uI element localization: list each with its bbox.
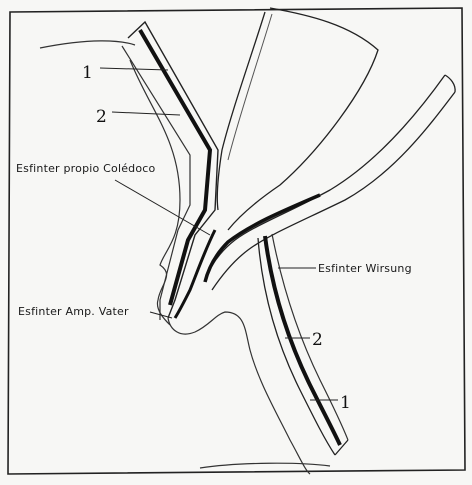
- outer-wall-curve: [40, 41, 135, 48]
- leader-choledochus: [115, 180, 210, 235]
- upper-sac: [217, 8, 378, 230]
- label-sphincter-choledochus: Esfinter propio Colédoco: [16, 162, 156, 175]
- pancreatic-duct: [205, 75, 455, 290]
- label-2-upper: 2: [96, 107, 107, 127]
- lower-duodenum-outline: [200, 463, 330, 468]
- label-sphincter-wirsung: Esfinter Wirsung: [318, 262, 412, 275]
- label-1-lower: 1: [340, 393, 351, 413]
- leader-2-upper: [112, 112, 180, 115]
- label-2-lower: 2: [312, 330, 323, 350]
- drawing-border: [8, 8, 465, 474]
- label-sphincter-ampulla: Esfinter Amp. Vater: [18, 305, 129, 318]
- label-1-upper: 1: [82, 63, 93, 83]
